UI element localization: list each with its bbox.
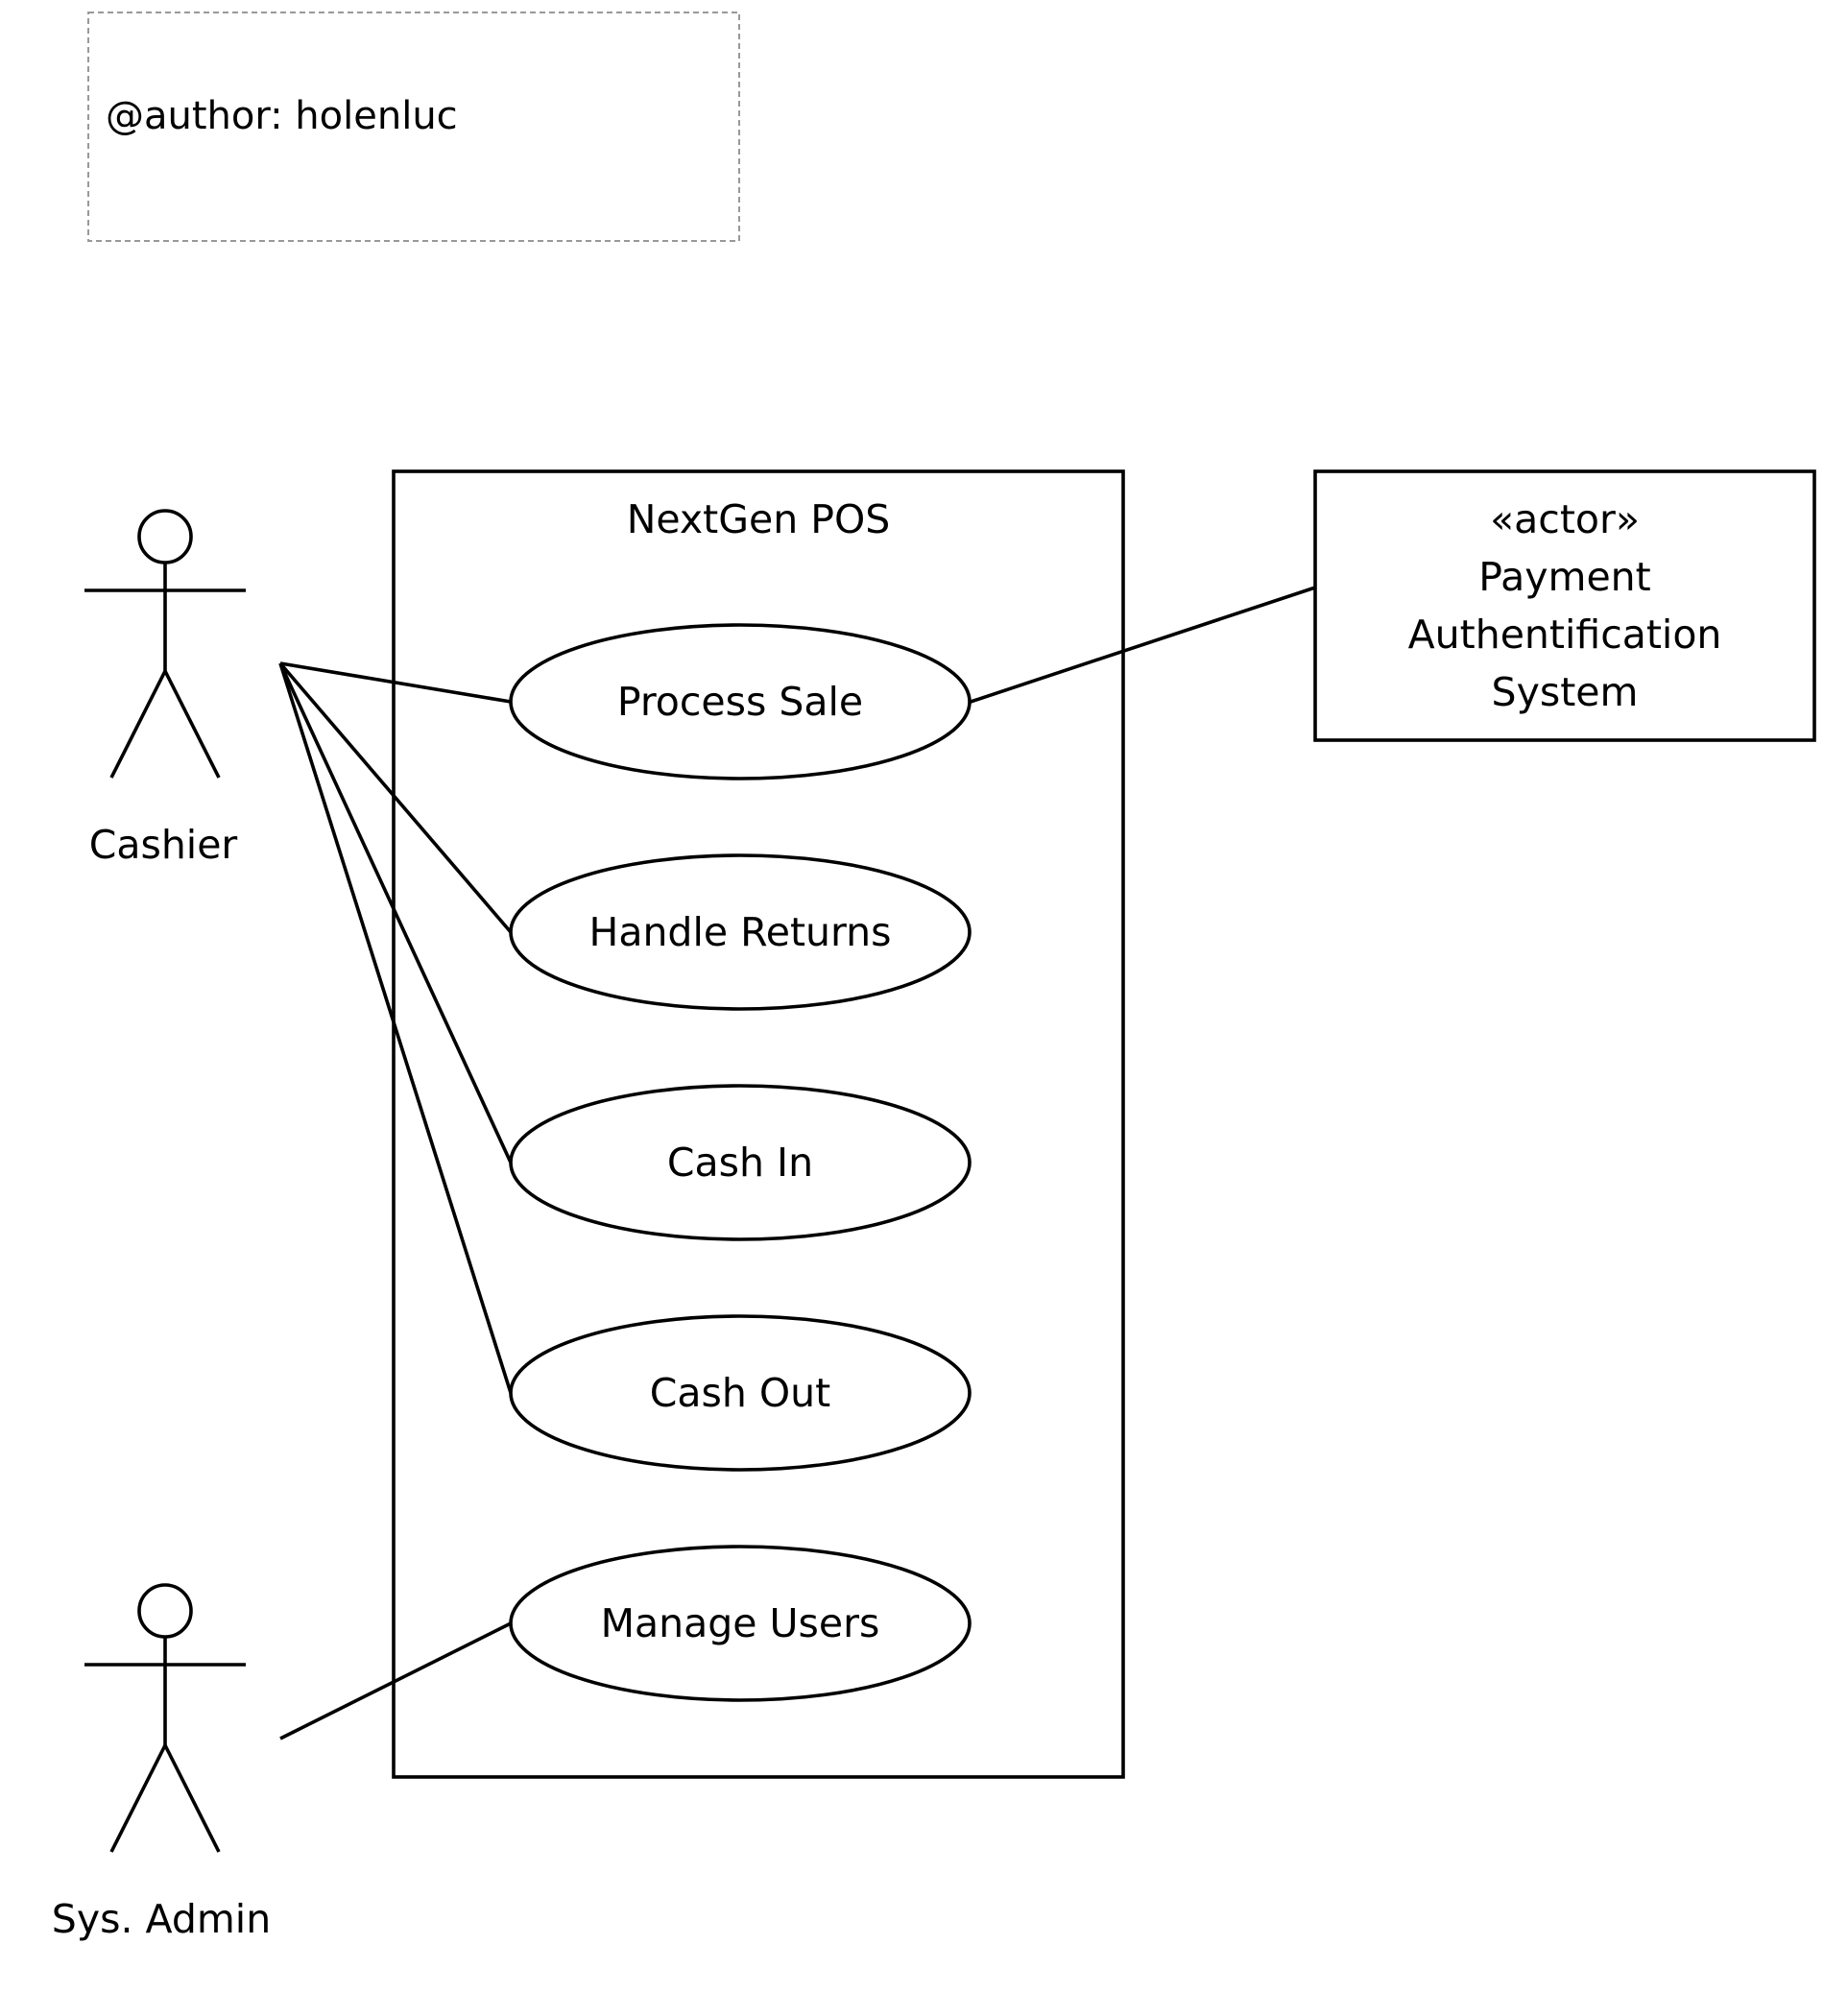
association-cashier-handle-returns (278, 661, 513, 934)
use-case-label: Manage Users (601, 1600, 880, 1646)
association-process-sale-payment-system (970, 586, 1316, 704)
use-case-manage-users: Manage Users (509, 1545, 972, 1702)
external-actor-name-line-2: Authentification (1408, 612, 1722, 658)
use-case-ellipse (509, 1545, 972, 1702)
author-note: @author: holenluc (87, 12, 740, 242)
actor-sys-admin-label: Sys. Admin (52, 1896, 271, 1942)
external-actor-payment-system: «actor» Payment Authentification System (1313, 469, 1816, 742)
association-cashier-cash-in (278, 662, 513, 1164)
associations (278, 586, 1316, 1740)
actor-left-leg (109, 1744, 167, 1853)
use-case-cash-in: Cash In (509, 1084, 972, 1241)
use-case-process-sale: Process Sale (509, 623, 972, 780)
external-actor-name-line-3: System (1492, 669, 1639, 715)
use-case-label: Process Sale (617, 679, 863, 725)
actor-right-leg (163, 1744, 221, 1853)
external-actor-name-line-1: Payment (1478, 554, 1651, 600)
use-case-ellipse (509, 623, 972, 780)
use-case-label: Cash In (667, 1140, 813, 1186)
actor-cashier: Cashier (84, 509, 246, 868)
author-note-frame (87, 12, 740, 242)
actor-right-leg (163, 670, 221, 779)
system-boundary-frame (392, 469, 1125, 1779)
association-cashier-process-sale (279, 661, 512, 704)
external-actor-stereotype: «actor» (1490, 496, 1640, 542)
actor-cashier-label: Cashier (89, 822, 238, 868)
use-case-ellipse (509, 853, 972, 1011)
system-title: NextGen POS (627, 496, 891, 542)
actor-head (137, 1583, 193, 1639)
use-case-label: Cash Out (650, 1370, 830, 1416)
use-case-label: Handle Returns (588, 909, 891, 955)
use-case-ellipse (509, 1084, 972, 1241)
actor-sys-admin: Sys. Admin (52, 1583, 271, 1942)
actor-left-leg (109, 670, 167, 779)
association-sysadmin-manage-users (279, 1621, 512, 1740)
use-case-ellipse (509, 1314, 972, 1472)
external-actor-box (1313, 469, 1816, 742)
system-boundary: NextGen POS (392, 469, 1125, 1779)
author-note-text: @author: holenluc (106, 94, 458, 138)
use-case-cash-out: Cash Out (509, 1314, 972, 1472)
use-case-handle-returns: Handle Returns (509, 853, 972, 1011)
association-cashier-cash-out (278, 662, 513, 1394)
actor-head (137, 509, 193, 564)
